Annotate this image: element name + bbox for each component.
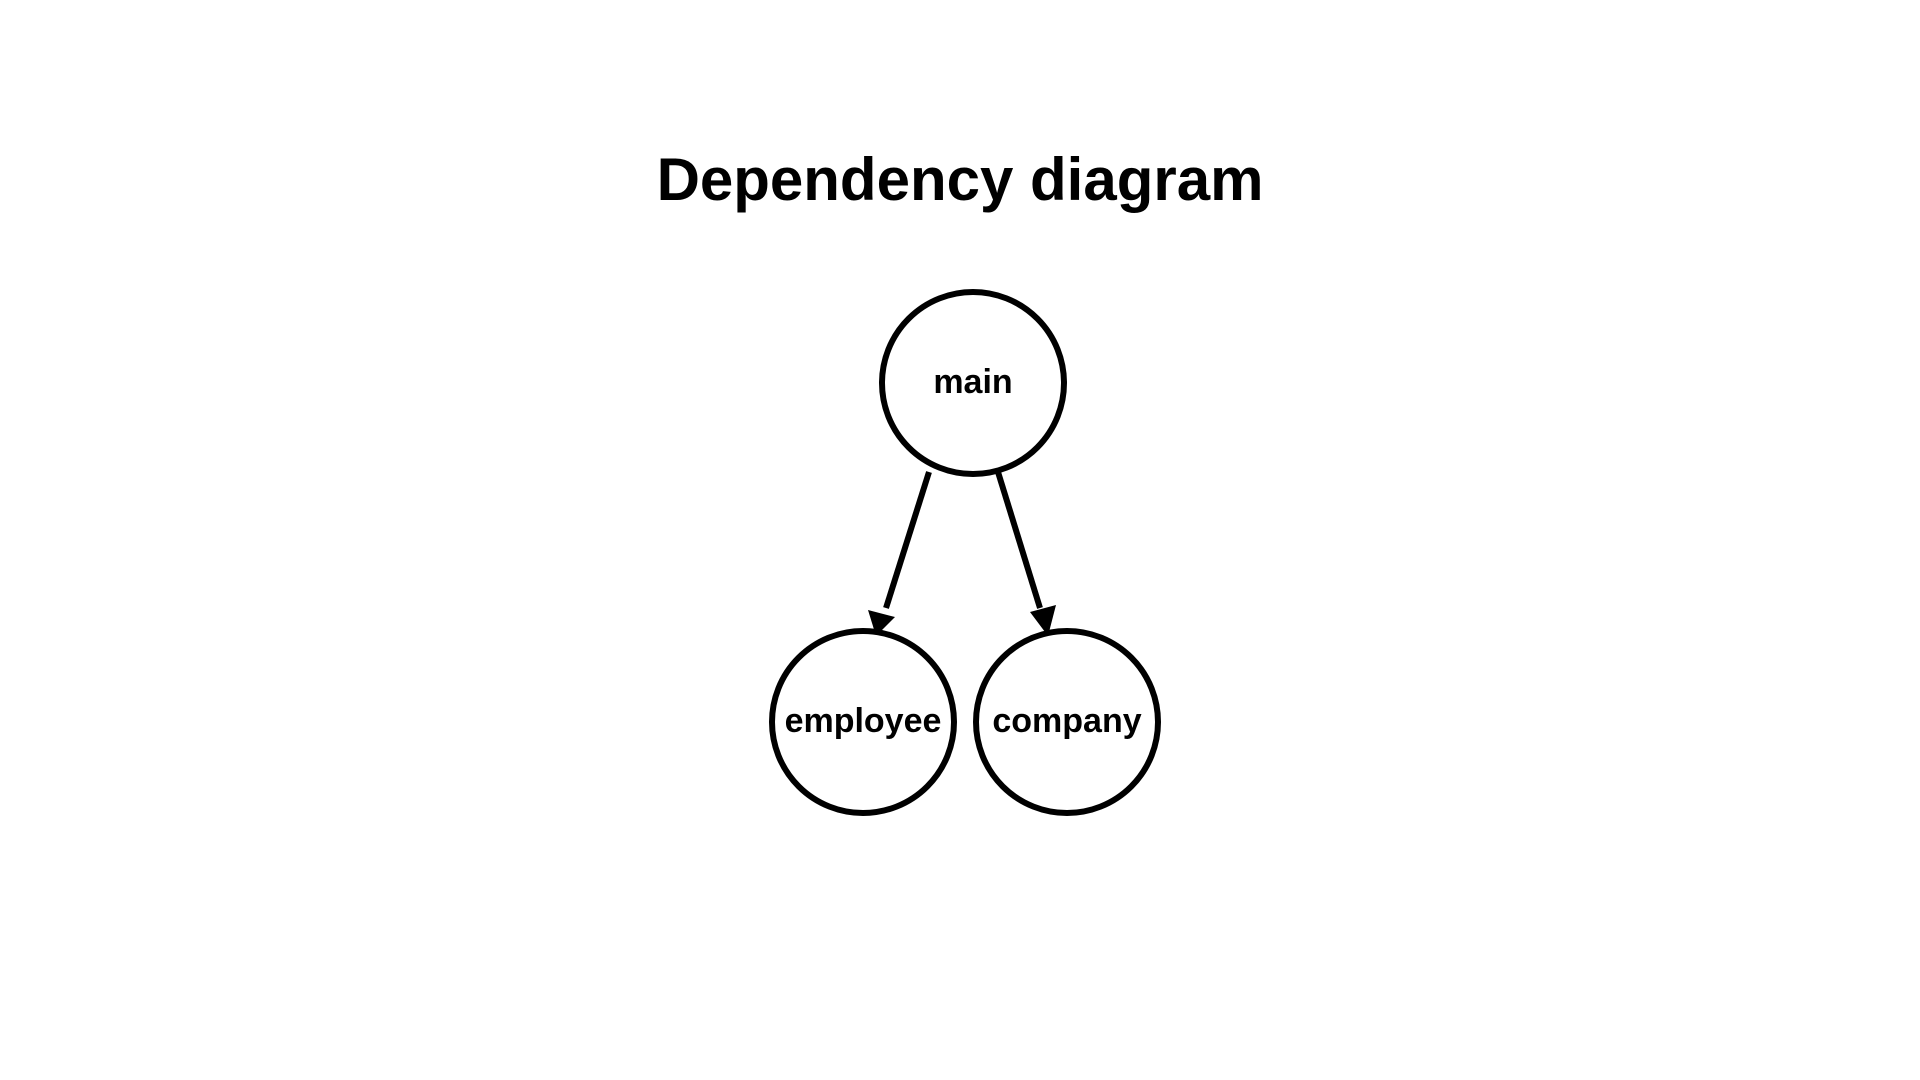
node-employee: employee <box>769 628 957 816</box>
node-label: company <box>992 702 1141 740</box>
edge-main-employee <box>868 471 932 636</box>
node-circle <box>769 628 957 816</box>
edge-line <box>995 471 1043 609</box>
node-circle <box>879 289 1067 477</box>
node-main: main <box>879 289 1067 477</box>
node-company: company <box>973 628 1161 816</box>
edge-line <box>883 471 932 609</box>
node-label: main <box>933 363 1012 401</box>
edge-main-company <box>995 471 1056 636</box>
arrow-head-icon <box>1030 605 1056 636</box>
node-label: employee <box>785 702 942 740</box>
node-circle <box>973 628 1161 816</box>
diagram-title: Dependency diagram <box>656 146 1264 213</box>
